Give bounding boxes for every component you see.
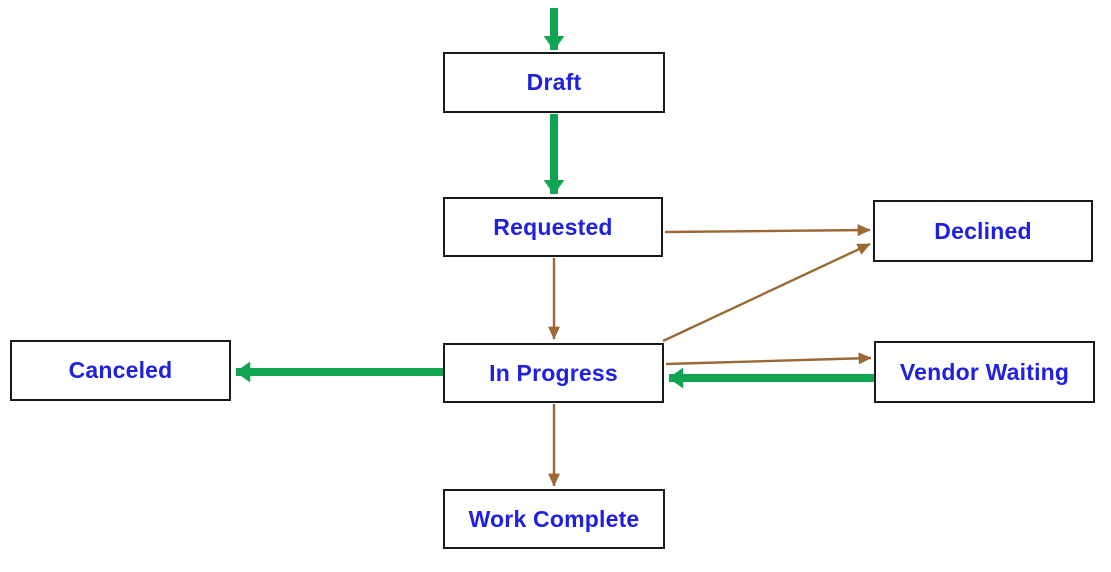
node-draft: Draft — [443, 52, 665, 113]
node-draft-label: Draft — [526, 69, 582, 95]
node-requested-label: Requested — [493, 213, 613, 240]
arrow-requested-to-declined — [664, 224, 871, 237]
arrow-in-progress-to-vendor-waiting — [665, 352, 872, 366]
node-canceled: Canceled — [10, 340, 231, 401]
node-requested: Requested — [443, 197, 663, 257]
node-in-progress-label: In Progress — [489, 359, 618, 386]
node-declined: Declined — [873, 200, 1093, 262]
node-work-complete: Work Complete — [443, 489, 665, 549]
node-in-progress: In Progress — [443, 343, 664, 403]
node-canceled-label: Canceled — [68, 357, 173, 383]
node-vendor-waiting-label: Vendor Waiting — [899, 358, 1070, 385]
node-declined-label: Declined — [934, 217, 1032, 244]
node-vendor-waiting: Vendor Waiting — [874, 341, 1095, 403]
arrow-in-progress-to-declined — [662, 242, 871, 343]
node-work-complete-label: Work Complete — [468, 505, 640, 532]
